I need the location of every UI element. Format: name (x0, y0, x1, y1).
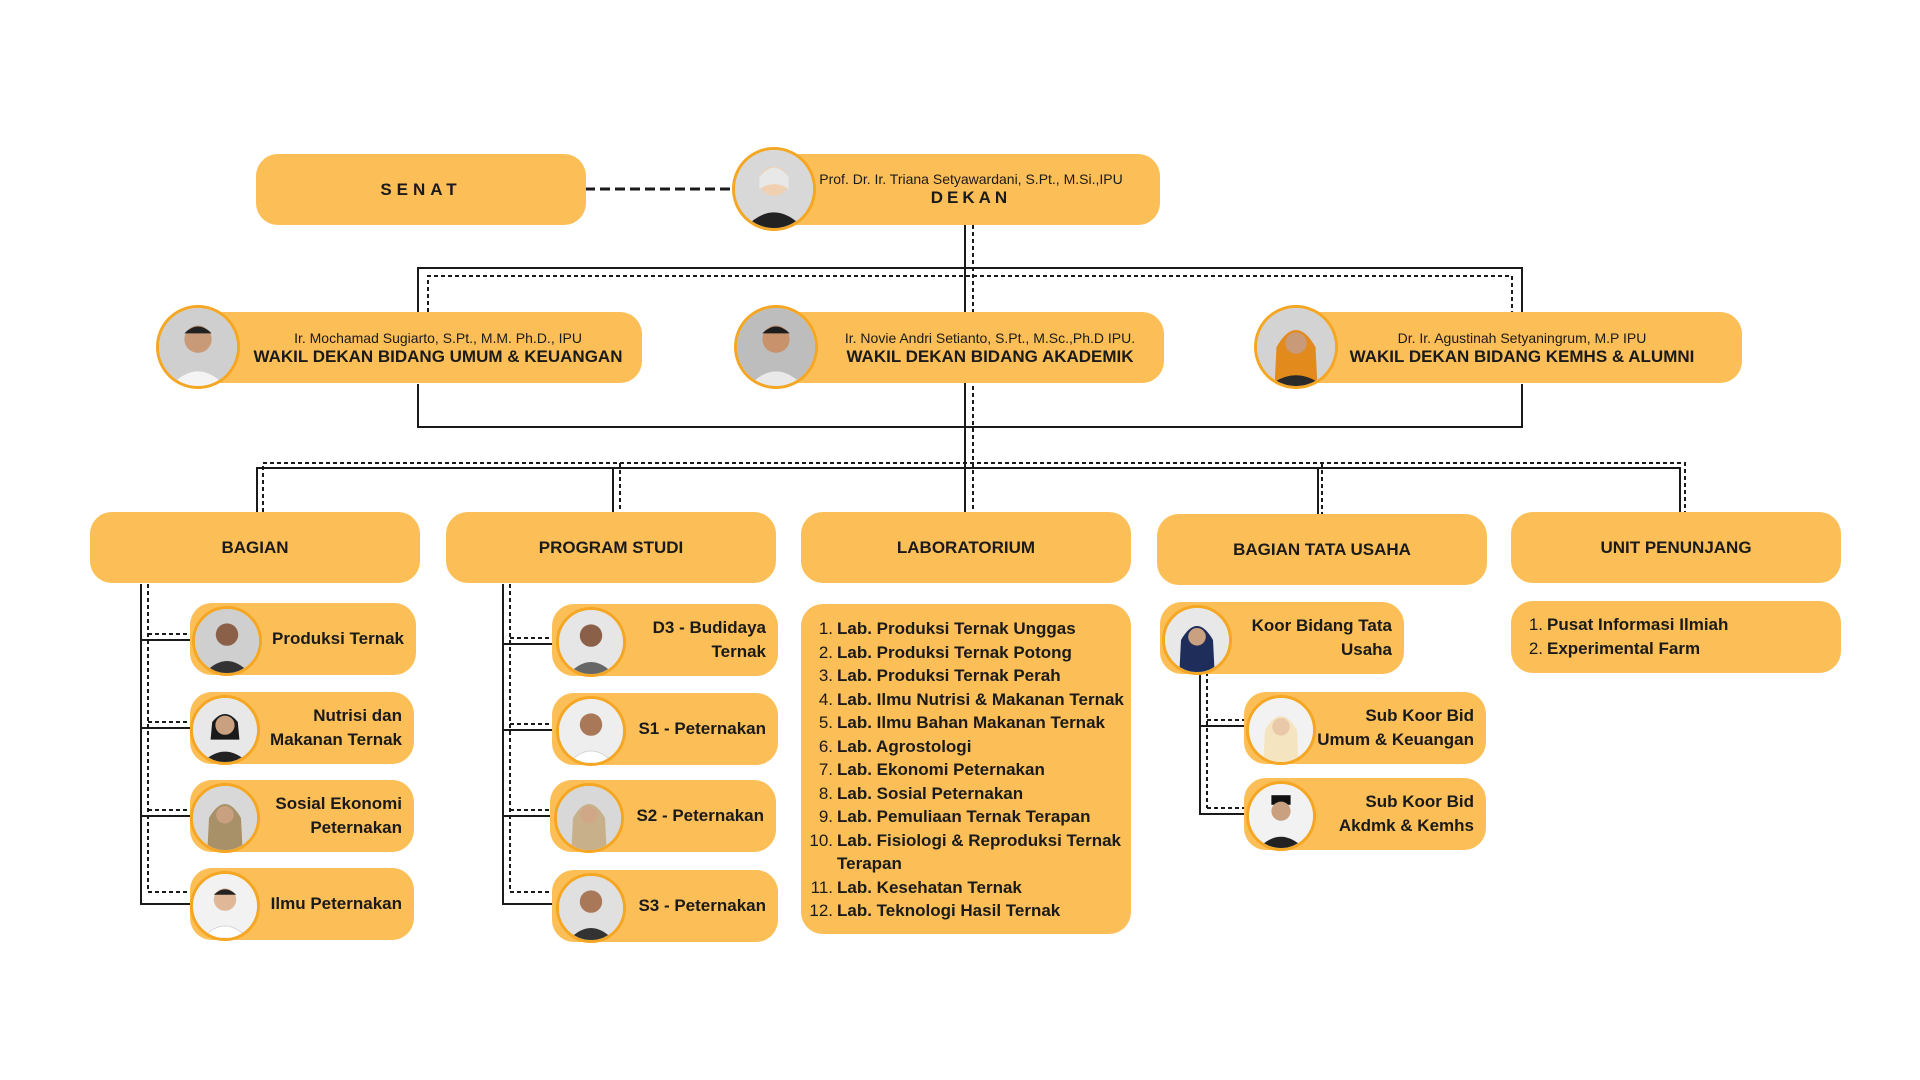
bagian-item-label: Ilmu Peternakan (270, 894, 402, 913)
penunjang-item-label: Experimental Farm (1547, 638, 1701, 658)
bagian-item-label: Sosial Ekonomi Peternakan (275, 794, 402, 837)
laboratorium-header: LABORATORIUM (801, 512, 1131, 583)
lab-item-label: Lab. Produksi Ternak Unggas (837, 619, 1076, 638)
tu-photo-2 (1246, 695, 1316, 765)
lab-item-label: Lab. Ilmu Bahan Makanan Ternak (837, 713, 1105, 732)
lab-item-number: 10. (809, 830, 833, 850)
wakil-1-photo (156, 305, 240, 389)
lab-item-number: 7. (818, 760, 833, 779)
lab-item-label: Lab. Sosial Peternakan (837, 783, 1024, 803)
tu-item-label: Koor Bidang Tata Usaha (1251, 616, 1392, 659)
lab-item-label: Lab. Kesehatan Ternak (837, 877, 1022, 897)
penunjang-item: 2.Experimental Farm (1515, 637, 1835, 661)
lab-item: 10.Lab. Fisiologi & Reproduksi Ternak Te… (805, 829, 1125, 876)
wakil-dekan-akademik-box: Ir. Novie Andri Setianto, S.Pt., M.Sc.,P… (772, 312, 1164, 383)
lab-item: 2.Lab. Produksi Ternak Potong (805, 641, 1125, 665)
lab-item-number: 5. (818, 713, 833, 732)
wakil-3-photo (1254, 305, 1338, 389)
dekan-name: Prof. Dr. Ir. Triana Setyawardani, S.Pt.… (819, 171, 1123, 187)
penunjang-item-number: 1. (1528, 615, 1543, 634)
program-studi-header: PROGRAM STUDI (446, 512, 776, 583)
lab-item-label: Lab. Ilmu Nutrisi & Makanan Ternak (837, 689, 1124, 709)
wakil-2-photo (734, 305, 818, 389)
wakil-2-name: Ir. Novie Andri Setianto, S.Pt., M.Sc.,P… (844, 330, 1136, 346)
lab-item-number: 12. (809, 901, 833, 920)
penunjang-item-label: Pusat Informasi Ilmiah (1547, 615, 1729, 634)
wakil-1-role: WAKIL DEKAN BIDANG UMUM & KEUANGAN (253, 347, 623, 366)
unit-penunjang-header: UNIT PENUNJANG (1511, 512, 1841, 583)
tata-usaha-header: BAGIAN TATA USAHA (1157, 514, 1487, 585)
lab-item-number: 4. (818, 689, 833, 709)
prodi-item-label: S1 - Peternakan (638, 719, 766, 738)
wakil-1-name: Ir. Mochamad Sugiarto, S.Pt., M.M. Ph.D.… (294, 330, 582, 346)
tu-photo-3 (1246, 781, 1316, 851)
lab-item: 4.Lab. Ilmu Nutrisi & Makanan Ternak (805, 688, 1125, 712)
bagian-item-label: Nutrisi dan Makanan Ternak (270, 706, 402, 749)
lab-item: 9.Lab. Pemuliaan Ternak Terapan (805, 805, 1125, 829)
lab-item: 7.Lab. Ekonomi Peternakan (805, 758, 1125, 782)
bagian-item-label: Produksi Ternak (272, 629, 404, 648)
lab-item: 3.Lab. Produksi Ternak Perah (805, 664, 1125, 688)
lab-item: 11.Lab. Kesehatan Ternak (805, 876, 1125, 900)
lab-item: 12.Lab. Teknologi Hasil Ternak (805, 899, 1125, 923)
lab-item-label: Lab. Produksi Ternak Perah (837, 666, 1061, 685)
tu-photo-1 (1162, 605, 1232, 675)
bagian-photo-2 (190, 695, 260, 765)
bagian-photo-3 (190, 783, 260, 853)
lab-item: 8.Lab. Sosial Peternakan (805, 782, 1125, 806)
prodi-item-label: S3 - Peternakan (638, 896, 766, 915)
lab-item-number: 9. (818, 807, 833, 826)
tu-item-label: Sub Koor Bid Akdmk & Kemhs (1338, 792, 1474, 835)
bagian-photo-4 (190, 871, 260, 941)
penunjang-item-number: 2. (1528, 638, 1543, 658)
lab-item-number: 6. (818, 736, 833, 756)
wakil-3-role: WAKIL DEKAN BIDANG KEMHS & ALUMNI (1349, 347, 1695, 366)
tu-item-label: Sub Koor Bid Umum & Keuangan (1317, 706, 1474, 749)
lab-item-number: 3. (818, 666, 833, 685)
lab-item-number: 11. (810, 877, 833, 897)
lab-item-label: Lab. Fisiologi & Reproduksi Ternak Terap… (837, 830, 1122, 874)
lab-item: 1.Lab. Produksi Ternak Unggas (805, 617, 1125, 641)
lab-item: 5.Lab. Ilmu Bahan Makanan Ternak (805, 711, 1125, 735)
prodi-photo-2 (556, 696, 626, 766)
bagian-header: BAGIAN (90, 512, 420, 583)
lab-item-label: Lab. Teknologi Hasil Ternak (837, 901, 1061, 920)
dekan-photo (732, 147, 816, 231)
dekan-box: Prof. Dr. Ir. Triana Setyawardani, S.Pt.… (770, 154, 1160, 225)
prodi-photo-4 (556, 873, 626, 943)
prodi-photo-1 (556, 607, 626, 677)
senat-box: SENAT (256, 154, 586, 225)
wakil-dekan-kemhs-box: Dr. Ir. Agustinah Setyaningrum, M.P IPU … (1292, 312, 1742, 383)
lab-item-label: Lab. Produksi Ternak Potong (837, 642, 1072, 662)
prodi-item-label: S2 - Peternakan (636, 806, 764, 825)
wakil-3-name: Dr. Ir. Agustinah Setyaningrum, M.P IPU (1397, 330, 1647, 346)
wakil-2-role: WAKIL DEKAN BIDANG AKADEMIK (846, 347, 1134, 366)
penunjang-item: 1.Pusat Informasi Ilmiah (1515, 613, 1835, 637)
prodi-item-label: D3 - Budidaya Ternak (652, 618, 766, 661)
wakil-dekan-umum-box: Ir. Mochamad Sugiarto, S.Pt., M.M. Ph.D.… (194, 312, 642, 383)
lab-item-number: 1. (818, 619, 833, 638)
lab-item-label: Lab. Ekonomi Peternakan (837, 760, 1045, 779)
lab-item: 6.Lab. Agrostologi (805, 735, 1125, 759)
lab-item-number: 8. (818, 783, 833, 803)
lab-item-number: 2. (818, 642, 833, 662)
lab-item-label: Lab. Agrostologi (837, 736, 972, 756)
dekan-role: DEKAN (930, 188, 1012, 207)
lab-item-label: Lab. Pemuliaan Ternak Terapan (837, 807, 1091, 826)
bagian-photo-1 (192, 606, 262, 676)
prodi-photo-3 (554, 783, 624, 853)
